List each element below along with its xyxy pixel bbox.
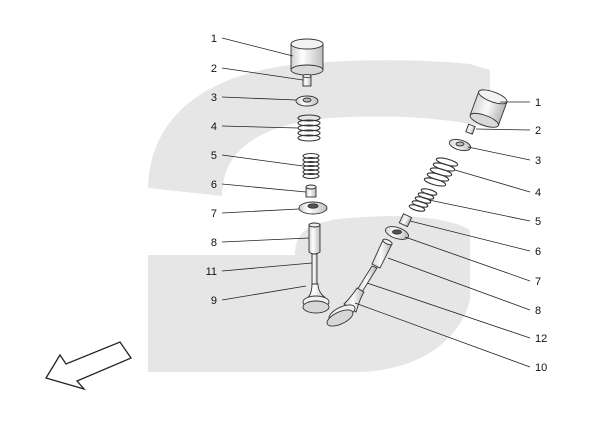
left-tappet-bucket (290, 38, 324, 76)
right-valve-cotters (398, 213, 413, 228)
callout-right-3: 3 (535, 155, 541, 167)
left-valve-cotters (305, 184, 317, 198)
watermark-logo (148, 60, 490, 372)
callout-left-5: 5 (211, 150, 217, 162)
callout-left-6: 6 (211, 179, 217, 191)
left-spring-seat (298, 201, 328, 215)
right-spring-seat (385, 226, 409, 240)
arrow-icon (45, 341, 132, 391)
left-valve-assembly (290, 38, 330, 314)
right-outer-spring (423, 157, 459, 187)
callout-left-3: 3 (211, 92, 217, 104)
callout-right-10: 10 (535, 362, 547, 374)
right-inner-spring (408, 188, 438, 212)
right-tappet-bucket (469, 89, 508, 128)
callout-right-4: 4 (535, 187, 541, 199)
callout-right-6: 6 (535, 246, 541, 258)
right-valve-guide (371, 238, 393, 269)
callout-right-5: 5 (535, 216, 541, 228)
left-valve-stem (311, 253, 318, 285)
right-leader-lines (354, 101, 531, 368)
left-shim (302, 73, 312, 87)
left-leader-lines (221, 37, 313, 301)
right-shim (465, 123, 476, 135)
right-valve-head (326, 287, 365, 327)
left-inner-spring (302, 152, 320, 180)
callout-left-7: 7 (211, 208, 217, 220)
callout-left-4: 4 (211, 121, 217, 133)
callout-right-2: 2 (535, 125, 541, 137)
callout-right-8: 8 (535, 305, 541, 317)
right-callouts: 1 2 3 4 5 6 7 8 12 10 (535, 97, 547, 374)
callout-right-7: 7 (535, 276, 541, 288)
left-upper-cap (295, 95, 319, 107)
right-upper-cap (448, 138, 472, 152)
callout-left-11: 11 (206, 266, 217, 278)
left-outer-spring (297, 114, 321, 142)
callout-left-2: 2 (211, 63, 217, 75)
left-valve-guide (308, 222, 321, 255)
callout-right-1: 1 (535, 97, 541, 109)
callout-left-1: 1 (211, 33, 217, 45)
left-valve-head (302, 283, 330, 314)
callout-left-9: 9 (211, 295, 217, 307)
callout-right-12: 12 (535, 333, 547, 345)
callout-left-8: 8 (211, 237, 217, 249)
left-callouts: 1 2 3 4 5 6 7 8 11 9 (206, 33, 217, 307)
